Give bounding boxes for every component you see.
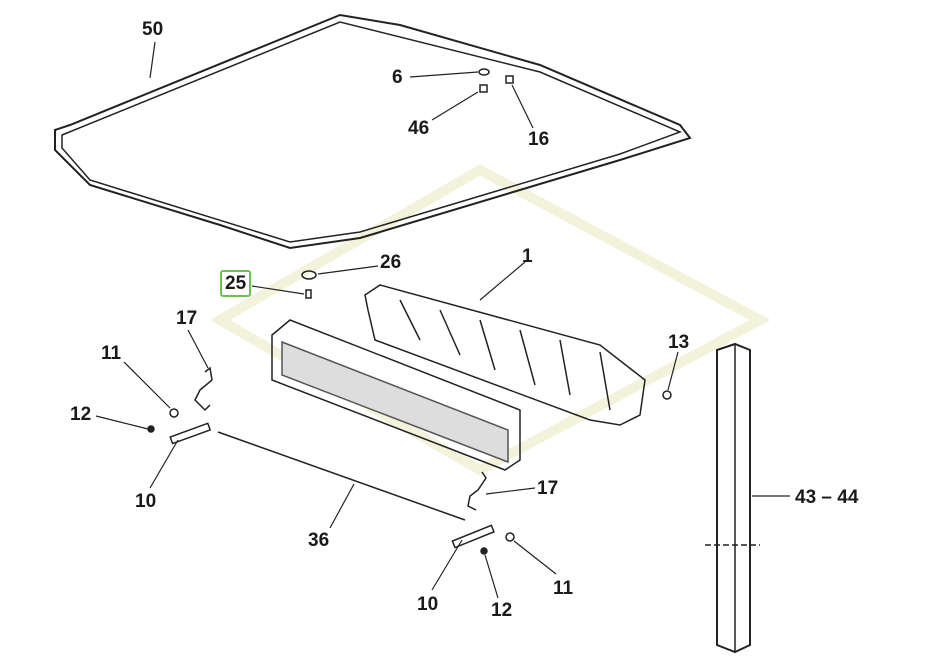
- callout-13[interactable]: 13: [668, 332, 690, 353]
- callout-6[interactable]: 6: [392, 67, 403, 88]
- callout-36[interactable]: 36: [308, 530, 330, 551]
- callout-16[interactable]: 16: [528, 129, 550, 150]
- part-46: [479, 84, 488, 93]
- part-26: [301, 270, 317, 280]
- callout-1[interactable]: 1: [522, 246, 533, 267]
- part-12-washer-b: [480, 547, 488, 555]
- part-16: [505, 75, 514, 84]
- gasket-50: [54, 13, 692, 250]
- callout-11[interactable]: 11: [101, 343, 122, 364]
- callout-11-b[interactable]: 11: [553, 578, 574, 599]
- part-25: [305, 289, 312, 299]
- callout-25-highlighted[interactable]: 25: [220, 270, 252, 297]
- filter-panel: [271, 319, 521, 471]
- watermark-shape: [209, 164, 771, 476]
- callout-17[interactable]: 17: [176, 308, 198, 329]
- callout-12[interactable]: 12: [70, 404, 92, 425]
- callout-12-b[interactable]: 12: [491, 600, 513, 621]
- part-6: [478, 68, 490, 76]
- part-12-washer: [147, 425, 155, 433]
- callout-10-b[interactable]: 10: [417, 594, 439, 615]
- part-10-link-b: [451, 524, 495, 549]
- callout-26[interactable]: 26: [380, 252, 402, 273]
- callout-50[interactable]: 50: [142, 19, 164, 40]
- callout-43-44[interactable]: 43 – 44: [795, 487, 859, 508]
- part-10-link: [169, 422, 212, 445]
- callout-17-b[interactable]: 17: [537, 478, 559, 499]
- callout-46[interactable]: 46: [408, 118, 430, 139]
- part-17-clip-b: [467, 471, 487, 511]
- part-1-louver: [364, 284, 646, 426]
- part-43-44-post: [716, 342, 751, 654]
- part-11-washer-b: [505, 532, 515, 542]
- callout-10[interactable]: 10: [135, 491, 157, 512]
- part-17-clip: [194, 366, 213, 412]
- part-36-rod: [217, 431, 466, 521]
- part-11-washer: [169, 408, 179, 418]
- part-13: [662, 390, 672, 400]
